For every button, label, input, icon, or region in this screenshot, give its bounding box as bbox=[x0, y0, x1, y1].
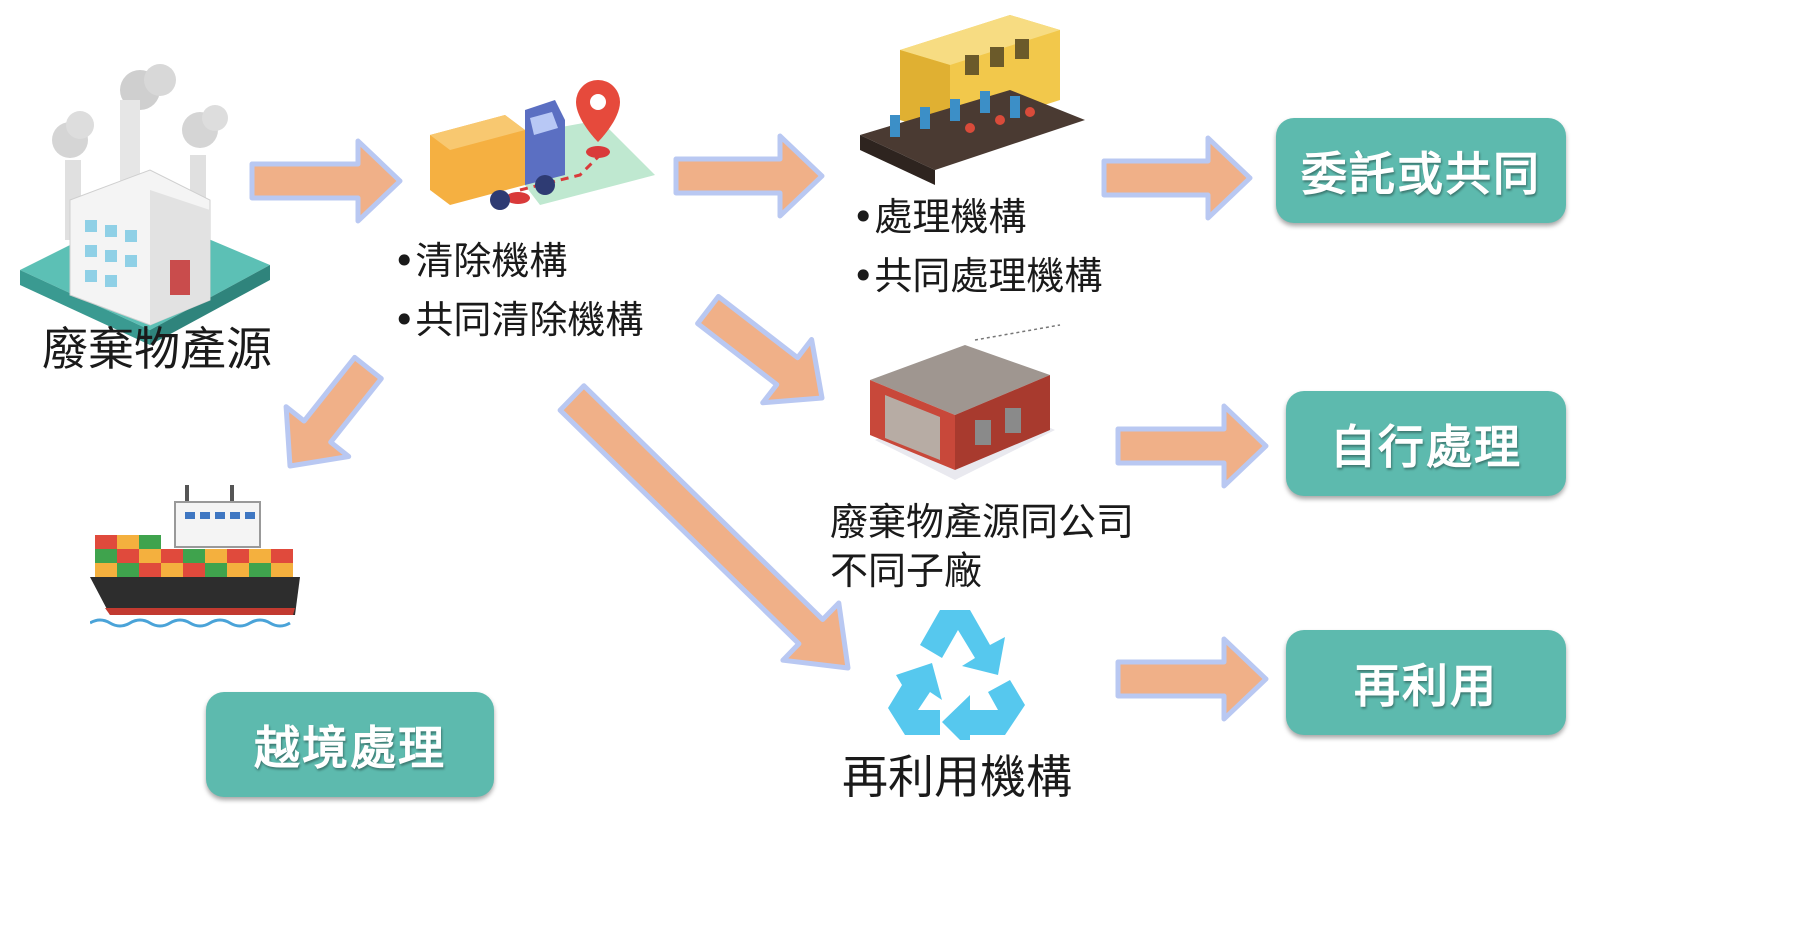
arrow-subsidiary-to-self bbox=[1115, 403, 1269, 489]
warehouse-icon bbox=[855, 320, 1065, 490]
reuse-org-label: 再利用機構 bbox=[842, 750, 1072, 804]
commissioned-outcome-box: 委託或共同 bbox=[1276, 118, 1566, 223]
arrow-treatment-to-commissioned bbox=[1101, 135, 1253, 221]
self-treatment-outcome-box: 自行處理 bbox=[1286, 391, 1566, 496]
subsidiary-label-line: 廢棄物產源同公司 bbox=[830, 500, 1135, 544]
cargo-ship-icon bbox=[90, 480, 305, 630]
subsidiary-label: 廢棄物產源同公司 不同子廠 bbox=[830, 498, 1134, 597]
conveyor-factory-icon bbox=[860, 10, 1090, 190]
truck-map-icon bbox=[430, 80, 660, 220]
subsidiary-label-line: 不同子廠 bbox=[830, 549, 983, 594]
recycle-icon bbox=[880, 600, 1030, 740]
treatment-list: 處理機構 共同處理機構 bbox=[852, 188, 1102, 306]
source-label: 廢棄物產源 bbox=[42, 322, 272, 376]
arrow-reuse-to-reuse bbox=[1115, 636, 1269, 722]
reuse-outcome-box: 再利用 bbox=[1286, 630, 1566, 735]
treatment-item: 處理機構 bbox=[852, 188, 1102, 247]
arrow-clearance-to-subsidiary bbox=[695, 294, 825, 406]
treatment-item: 共同處理機構 bbox=[852, 247, 1102, 306]
arrow-clearance-to-ship bbox=[283, 354, 384, 469]
clearance-item: 共同清除機構 bbox=[393, 291, 643, 350]
clearance-list: 清除機構 共同清除機構 bbox=[393, 232, 643, 350]
clearance-item: 清除機構 bbox=[393, 232, 643, 291]
arrow-clearance-to-treatment bbox=[673, 133, 825, 219]
cross-border-outcome-box: 越境處理 bbox=[206, 692, 494, 797]
factory-icon bbox=[10, 60, 280, 350]
arrow-source-to-clearance bbox=[249, 138, 403, 224]
arrow-clearance-to-reuse-org bbox=[557, 383, 851, 671]
